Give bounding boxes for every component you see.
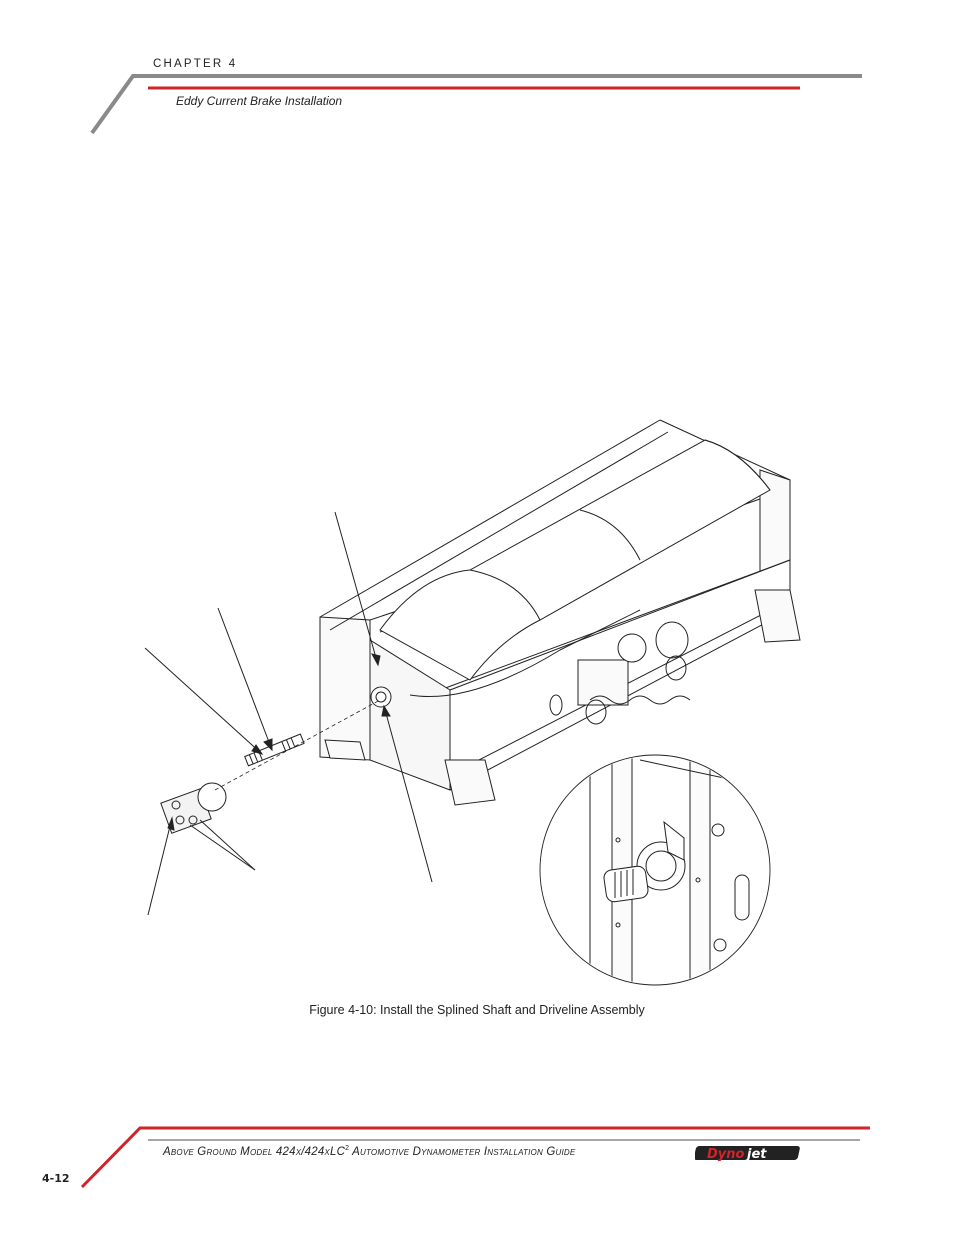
footer-title-main: Above Ground Model 424x/424xLC [163, 1145, 346, 1158]
footer-title-rest: Automotive Dynamometer Installation Guid… [349, 1145, 576, 1158]
chapter-label: CHAPTER 4 [153, 58, 238, 70]
svg-text:jet: jet [745, 1147, 767, 1162]
footer-guide-title: Above Ground Model 424x/424xLC2 Automoti… [163, 1145, 575, 1158]
header-rule [90, 74, 862, 135]
dynamometer-figure [144, 419, 801, 986]
svg-text:Dyno: Dyno [707, 1147, 745, 1162]
dynojet-logo: Dyno jet [695, 1146, 800, 1162]
figure-caption: Figure 4-10: Install the Splined Shaft a… [309, 1003, 645, 1017]
page-number: 4-12 [42, 1172, 70, 1185]
footer-title-superscript: 2 [345, 1145, 350, 1152]
section-title: Eddy Current Brake Installation [176, 94, 343, 108]
